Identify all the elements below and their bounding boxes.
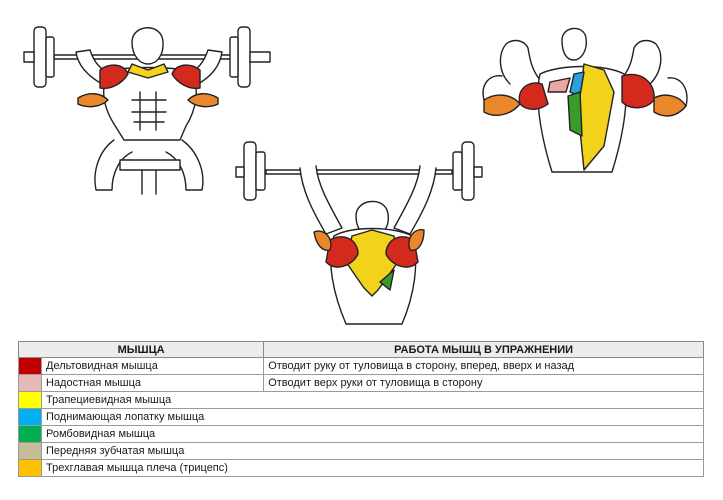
color-swatch <box>19 460 41 476</box>
muscle-name: Ромбовидная мышца <box>41 425 704 443</box>
exercise-illustrations <box>23 26 688 325</box>
muscle-name: Трехглавая мышца плеча (трицепс) <box>41 459 704 477</box>
table-row: Дельтовидная мышца Отводит руку от тулов… <box>18 357 704 375</box>
athlete-back-icon <box>235 141 483 325</box>
barbell-icon <box>235 141 483 201</box>
color-swatch <box>19 392 41 408</box>
header-action: РАБОТА МЫШЦ В УПРАЖНЕНИИ <box>263 341 704 358</box>
muscle-action: Отводит руку от туловища в сторону, впер… <box>263 357 704 375</box>
table-row: Трапециевидная мышца <box>18 391 704 409</box>
table-row: Ромбовидная мышца <box>18 425 704 443</box>
color-swatch <box>19 443 41 459</box>
athlete-front-icon <box>23 26 271 195</box>
color-swatch <box>19 426 41 442</box>
muscle-name: Поднимающая лопатку мышца <box>41 408 704 426</box>
color-swatch <box>19 409 41 425</box>
color-swatch <box>19 358 41 374</box>
table-header-row: МЫШЦА РАБОТА МЫШЦ В УПРАЖНЕНИИ <box>17 341 704 358</box>
muscle-action: Отводит верх руки от туловища в сторону <box>263 374 704 392</box>
table-row: Трехглавая мышца плеча (трицепс) <box>18 459 704 477</box>
legend-body: Дельтовидная мышца Отводит руку от тулов… <box>18 357 704 477</box>
muscle-name: Передняя зубчатая мышца <box>41 442 704 460</box>
table-row: Поднимающая лопатку мышца <box>18 408 704 426</box>
muscle-name: Трапециевидная мышца <box>41 391 704 409</box>
athlete-flex-icon <box>482 27 688 173</box>
table-row: Передняя зубчатая мышца <box>18 442 704 460</box>
muscle-name: Дельтовидная мышца <box>40 357 265 375</box>
muscle-name: Надостная мышца <box>40 374 265 392</box>
muscle-legend-table: МЫШЦА РАБОТА МЫШЦ В УПРАЖНЕНИИ Дельтовид… <box>17 341 704 477</box>
color-swatch <box>19 375 41 391</box>
table-row: Надостная мышца Отводит верх руки от тул… <box>18 374 704 392</box>
header-muscle: МЫШЦА <box>17 341 265 358</box>
